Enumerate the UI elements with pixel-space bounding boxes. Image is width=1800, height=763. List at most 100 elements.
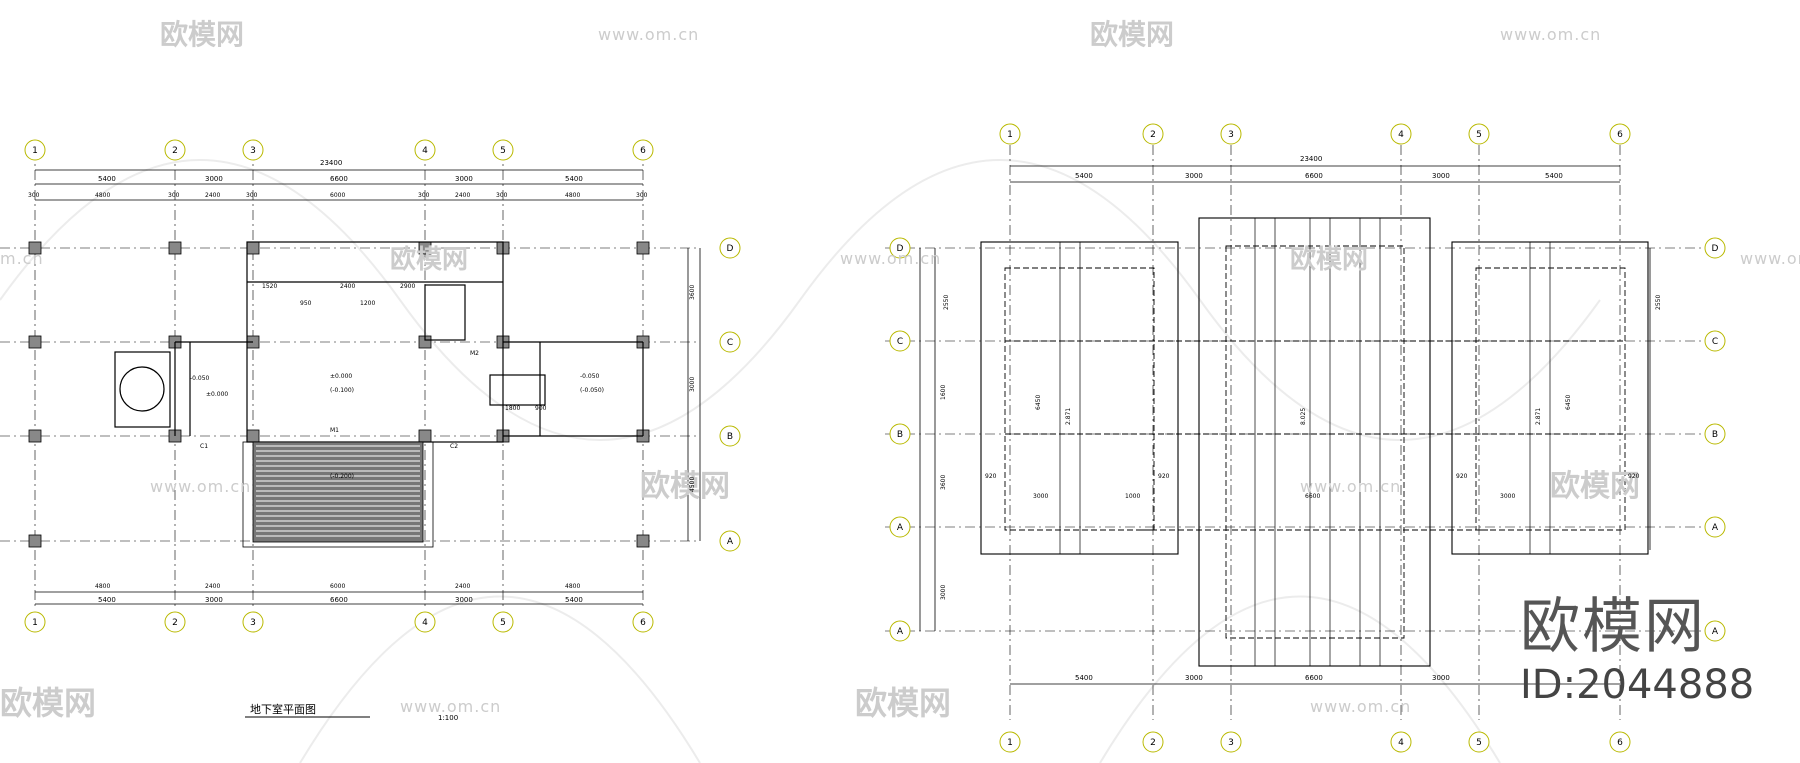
foundation-dim: 2550 [1655,295,1662,310]
foundation-dim: 2550 [943,295,950,310]
sub-dim: 6000 [330,192,345,199]
bay-dim: 5400 [565,596,583,604]
room-dim: 1800 [505,405,520,412]
watermark-brand: 欧模网 [855,684,951,722]
axis-marker-col: 2 [164,139,186,161]
axis-marker-row: A [1704,516,1726,538]
room-dim: 1200 [360,300,375,307]
total-width-dim: 23400 [1300,155,1322,163]
sub-dim: 300 [168,192,180,199]
watermark-brand: 欧模网 [1090,18,1174,51]
foundation-dim: 920 [985,473,997,480]
axis-label: 3 [250,618,256,628]
foundation-dim: 3000 [1500,493,1515,500]
axis-label: A [897,627,904,637]
axis-label: 5 [1476,738,1482,748]
sub-dim: 4800 [565,192,580,199]
axis-marker-col: 2 [164,611,186,633]
axis-label: 4 [1398,738,1404,748]
axis-label: C [727,338,733,348]
axis-label: C [897,337,903,347]
watermark-url: www.om.cn [1310,697,1411,716]
room-level: (-0.100) [330,387,354,394]
watermark-brand-large: 欧模网 [1520,592,1706,662]
foundation-dim: 3600 [940,475,947,490]
foundation-strips [1059,218,1551,666]
right-dim: 4500 [689,477,696,492]
watermark-url: www.om.cn [1300,477,1401,496]
door-tag: M2 [470,350,479,357]
sub-dim: 300 [418,192,430,199]
bay-dim: 5400 [98,175,116,183]
axis-label: 3 [1228,130,1234,140]
bay-dim: 3000 [1185,172,1203,180]
axis-marker-col: 2 [1142,123,1164,145]
axis-marker-col: 3 [242,611,264,633]
axis-marker-row: D [889,237,911,259]
foundation-dim: 1000 [1125,493,1140,500]
axis-marker-row: D [1704,237,1726,259]
window-tag: C1 [200,443,208,450]
left-plan-texts: 23400 5400 3000 6600 3000 5400 300 4800 … [28,159,696,722]
bottom-sub-dim: 2400 [205,583,220,590]
foundation-level: 2.871 [1065,408,1072,425]
foundation-dim: 3000 [1033,493,1048,500]
right-dim: 3000 [689,377,696,392]
bay-dim: 3000 [205,175,223,183]
bay-dim: 6600 [330,596,348,604]
axis-label: 1 [1007,738,1013,748]
axis-marker-col: 4 [414,139,436,161]
axis-label: 1 [1007,130,1013,140]
axis-label: B [1712,430,1718,440]
bottom-sub-dim: 4800 [95,583,110,590]
axis-label: 2 [1150,738,1156,748]
right-grid-lines [885,145,1720,720]
watermark-brand: 欧模网 [1290,244,1368,275]
axis-label: A [727,537,734,547]
axis-marker-col: 6 [632,139,654,161]
axis-label: 4 [422,146,428,156]
window-tag: C2 [450,443,458,450]
watermark-url: www.om.cn [598,25,699,44]
axis-label: 5 [500,146,506,156]
axis-marker-col: 3 [242,139,264,161]
axis-label: 1 [32,146,38,156]
bay-dim: 3000 [205,596,223,604]
foundation-dim: 6450 [1565,395,1572,410]
stair-treads [256,445,420,537]
sub-dim: 2400 [455,192,470,199]
axis-label: 6 [640,618,646,628]
axis-label: 4 [1398,130,1404,140]
foundation-level: 8.025 [1300,408,1307,425]
axis-marker-row: C [1704,330,1726,352]
room-dim: 2400 [340,283,355,290]
axis-label: 5 [500,618,506,628]
axis-marker-col: 6 [1609,731,1631,753]
plan-title: 地下室平面图 [250,702,316,716]
foundation-dim: 920 [1456,473,1468,480]
sub-dim: 4800 [95,192,110,199]
watermark-brands: 欧模网 www.om.cn 欧模网 www.om.cn 欧模网 m.cn www… [0,18,1800,722]
room-level: ±0.000 [206,391,228,398]
bay-dim: 5400 [565,175,583,183]
axis-label: 2 [172,146,178,156]
axis-label: A [897,523,904,533]
bottom-sub-dim: 4800 [565,583,580,590]
sub-dim: 300 [496,192,508,199]
sub-dim: 300 [246,192,258,199]
bay-dim: 6600 [1305,172,1323,180]
axis-label: A [1712,627,1719,637]
axis-marker-col: 5 [492,139,514,161]
axis-label: D [897,244,904,254]
axis-label: 4 [422,618,428,628]
axis-label: A [1712,523,1719,533]
bottom-sub-dim: 2400 [455,583,470,590]
axis-label: D [1712,244,1719,254]
stair-level: (-0.200) [330,473,354,480]
axis-marker-col: 5 [1468,731,1490,753]
room-level: ±0.000 [330,373,352,380]
bay-dim: 5400 [1545,172,1563,180]
bay-dim: 3000 [455,596,473,604]
